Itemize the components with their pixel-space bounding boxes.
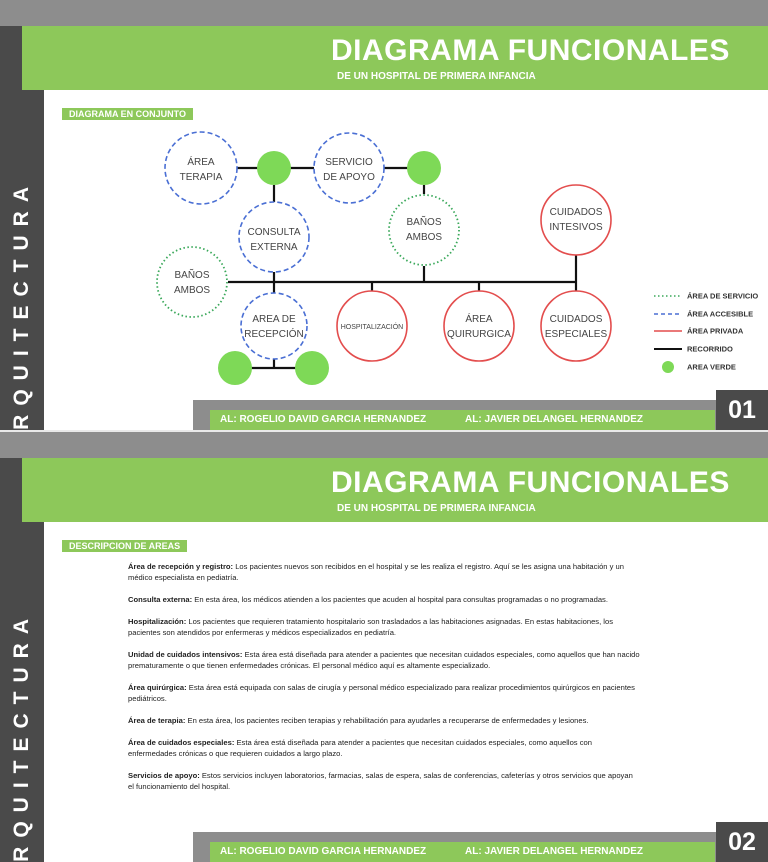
description-text: Esta área está diseñada para atender a p… <box>128 738 592 758</box>
node-servicio-apoyo <box>313 132 385 204</box>
node-consulta-externa <box>238 201 310 273</box>
service-areas <box>156 194 460 318</box>
area-verde-dot <box>257 151 291 185</box>
label-line: QUIRURGICA <box>447 329 511 340</box>
slide-descripcion-areas: ARQUITECTURA DIAGRAMA FUNCIONALES DE UN … <box>0 432 768 862</box>
legend-label: ÁREA ACCESIBLE <box>687 310 753 319</box>
description-text: En esta área, los pacientes reciben tera… <box>185 716 589 725</box>
legend-label: AREA VERDE <box>687 363 736 372</box>
footer-green-bar <box>210 842 715 862</box>
node-cuidados-especiales <box>540 290 612 362</box>
label-line: ÁREA <box>465 312 493 325</box>
author-1: AL: ROGELIO DAVID GARCIA HERNANDEZ <box>220 414 427 425</box>
author-1: AL: ROGELIO DAVID GARCIA HERNANDEZ <box>220 846 427 857</box>
label-line: CUIDADOS <box>550 314 603 325</box>
accessible-areas <box>164 131 385 360</box>
label-line: EXTERNA <box>250 242 298 253</box>
label-line: CONSULTA <box>248 227 301 238</box>
footer-green-bar <box>210 410 715 430</box>
label-line: BAÑOS <box>174 268 209 281</box>
label-line: AREA DE <box>252 314 296 325</box>
area-descriptions: Área de recepción y registro: Los pacien… <box>128 561 640 803</box>
node-area-recepcion <box>240 292 308 360</box>
description-text: Los pacientes nuevos son recibidos en el… <box>128 562 624 582</box>
side-word: ARQUITECTURA <box>10 610 33 862</box>
left-dark-bar: ARQUITECTURA <box>0 458 44 862</box>
area-verde-dot <box>295 351 329 385</box>
description-term: Consulta externa: <box>128 595 193 604</box>
slide-separator <box>0 430 768 432</box>
slide-diagrama-conjunto: ARQUITECTURA DIAGRAMA FUNCIONALES DE UN … <box>0 0 768 430</box>
section-label: DESCRIPCION DE AREAS <box>62 540 188 552</box>
description-term: Área de cuidados especiales: <box>128 738 235 747</box>
label-line: RECEPCIÓN <box>244 327 303 340</box>
description-term: Unidad de cuidados intensivos: <box>128 650 243 659</box>
page-title: DIAGRAMA FUNCIONALES <box>331 466 730 499</box>
label-line: AMBOS <box>406 232 442 243</box>
area-verde-dot <box>407 151 441 185</box>
description-item: Área de terapia: En esta área, los pacie… <box>128 715 640 726</box>
top-gray-bar <box>0 0 768 26</box>
page-title: DIAGRAMA FUNCIONALES <box>331 34 730 67</box>
label-line: INTESIVOS <box>549 222 603 233</box>
description-text: En esta área, los médicos atienden a los… <box>192 595 608 604</box>
node-area-quirurgica <box>443 290 515 362</box>
legend-label: ÁREA DE SERVICIO <box>687 292 758 301</box>
page-number: 02 <box>716 822 768 862</box>
description-term: Hospitalización: <box>128 617 187 626</box>
label-line: CUIDADOS <box>550 207 603 218</box>
description-text: Esta área está diseñada para atender a p… <box>128 650 640 670</box>
author-2: AL: JAVIER DELANGEL HERNANDEZ <box>465 414 643 425</box>
label-line: TERAPIA <box>180 172 223 183</box>
description-term: Área de terapia: <box>128 716 186 725</box>
description-term: Servicios de apoyo: <box>128 771 200 780</box>
page-number: 01 <box>716 390 768 430</box>
description-item: Área de cuidados especiales: Esta área e… <box>128 737 640 759</box>
page-subtitle: DE UN HOSPITAL DE PRIMERA INFANCIA <box>337 71 536 82</box>
legend-label: ÁREA PRIVADA <box>687 327 744 336</box>
node-area-terapia <box>164 131 238 205</box>
top-gray-bar <box>0 432 768 458</box>
left-dark-bar: ARQUITECTURA <box>0 26 44 430</box>
description-item: Hospitalización: Los pacientes que requi… <box>128 616 640 638</box>
legend: ÁREA DE SERVICIO ÁREA ACCESIBLE ÁREA PRI… <box>654 292 758 373</box>
header-band <box>22 26 768 90</box>
header-band <box>22 458 768 522</box>
node-hospitalizacion <box>336 290 408 362</box>
section-label: DIAGRAMA EN CONJUNTO <box>62 108 194 120</box>
private-areas <box>336 184 612 362</box>
author-2: AL: JAVIER DELANGEL HERNANDEZ <box>465 846 643 857</box>
functional-diagram: ÁREA TERAPIA SERVICIO DE APOYO CONSULTA … <box>156 131 758 385</box>
page-subtitle: DE UN HOSPITAL DE PRIMERA INFANCIA <box>337 503 536 514</box>
description-text: Los pacientes que requieren tratamiento … <box>128 617 614 637</box>
label-line: AMBOS <box>174 285 210 296</box>
description-item: Servicios de apoyo: Estos servicios incl… <box>128 770 640 792</box>
label-line: ÁREA <box>187 155 215 168</box>
description-term: Área quirúrgica: <box>128 683 187 692</box>
node-labels: ÁREA TERAPIA SERVICIO DE APOYO CONSULTA … <box>174 155 608 340</box>
label-line: SERVICIO <box>325 157 373 168</box>
node-banos-ambos-left <box>156 246 228 318</box>
legend-label: RECORRIDO <box>687 345 733 354</box>
description-text: Esta área está equipada con salas de cir… <box>128 683 635 703</box>
description-item: Consulta externa: En esta área, los médi… <box>128 594 640 605</box>
description-item: Área quirúrgica: Esta área está equipada… <box>128 682 640 704</box>
description-term: Área de recepción y registro: <box>128 562 234 571</box>
content-area <box>44 522 768 862</box>
label-line: HOSPITALIZACIÓN <box>341 322 404 331</box>
legend-swatch-green-dot <box>662 361 674 373</box>
label-line: BAÑOS <box>406 215 441 228</box>
label-line: ESPECIALES <box>545 329 608 340</box>
description-text: Estos servicios incluyen laboratorios, f… <box>128 771 633 791</box>
label-line: DE APOYO <box>323 172 375 183</box>
green-areas <box>218 151 441 385</box>
node-banos-ambos-top <box>388 194 460 266</box>
node-cuidados-intensivos <box>540 184 612 256</box>
description-item: Unidad de cuidados intensivos: Esta área… <box>128 649 640 671</box>
area-verde-dot <box>218 351 252 385</box>
description-item: Área de recepción y registro: Los pacien… <box>128 561 640 583</box>
